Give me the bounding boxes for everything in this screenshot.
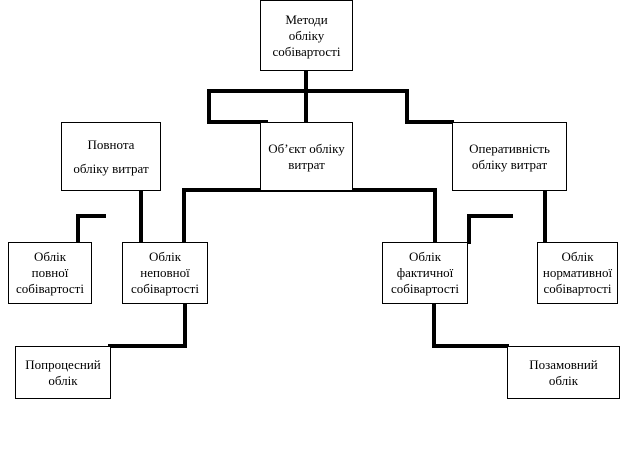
partial-cost-node: Облік неповної собівартості bbox=[122, 242, 208, 304]
connector-actual-order bbox=[432, 302, 509, 348]
connector-object-branches bbox=[182, 188, 437, 244]
connector-root-bus bbox=[207, 68, 454, 124]
order-costing-node: Позамовний облік bbox=[507, 346, 620, 399]
normative-cost-node: Облік нормативної собівартості bbox=[537, 242, 618, 304]
connector-efficiency-actual bbox=[467, 214, 513, 244]
connector-completeness-full bbox=[76, 214, 106, 244]
actual-cost-node: Облік фактичної собівартості bbox=[382, 242, 468, 304]
completeness-node: Повнота обліку витрат bbox=[61, 122, 161, 191]
object-node: Об’єкт обліку витрат bbox=[260, 122, 353, 191]
full-cost-node: Облік повної собівартості bbox=[8, 242, 92, 304]
process-costing-node: Попроцесний облік bbox=[15, 346, 111, 399]
connector-partial-process bbox=[108, 302, 187, 348]
efficiency-node: Оперативність обліку витрат bbox=[452, 122, 567, 191]
root-node: Методи обліку собівартості bbox=[260, 0, 353, 71]
